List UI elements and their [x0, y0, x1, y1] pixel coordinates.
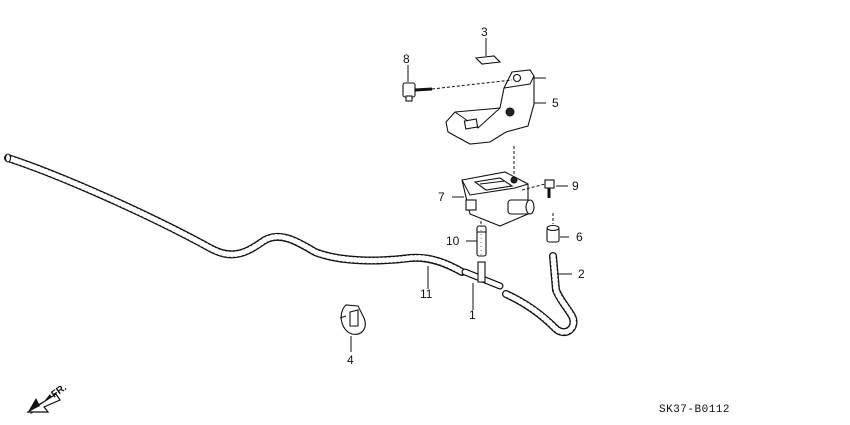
- callout-4: 4: [347, 353, 354, 367]
- flange-bolt: [402, 79, 513, 102]
- callout-8: 8: [403, 52, 410, 66]
- callout-1: 1: [469, 308, 476, 322]
- u-hose: [502, 252, 578, 337]
- callout-9: 9: [572, 179, 579, 193]
- leader-lines: [350, 38, 572, 352]
- short-hose: [476, 206, 487, 257]
- front-direction-arrow: FR.: [25, 382, 69, 414]
- hose-clamp: [339, 304, 366, 335]
- callout-11: 11: [420, 287, 433, 301]
- callout-7: 7: [438, 190, 445, 204]
- clip: [474, 48, 502, 65]
- callout-2: 2: [578, 267, 585, 281]
- callout-6: 6: [576, 230, 583, 244]
- screw: [521, 179, 555, 198]
- catalog-code: SK37-B0112: [659, 404, 730, 416]
- mounting-bracket: [445, 69, 546, 145]
- vacuum-cap: [546, 213, 560, 243]
- callout-10: 10: [446, 234, 460, 248]
- map-sensor: [461, 146, 535, 227]
- long-vacuum-hose: [4, 153, 466, 276]
- callout-3: 3: [481, 25, 488, 39]
- tee-joint: [461, 261, 504, 290]
- callout-5: 5: [552, 96, 559, 110]
